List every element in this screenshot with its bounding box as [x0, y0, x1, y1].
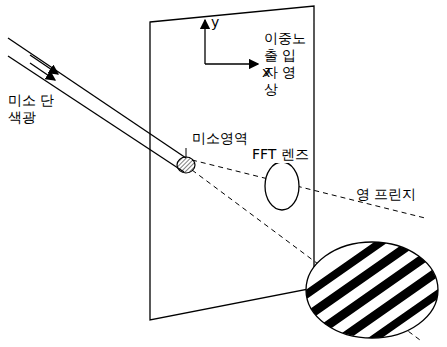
x-axis	[205, 63, 258, 64]
light-cone	[192, 160, 425, 218]
beam-arrow	[30, 55, 58, 74]
beam-edge	[8, 38, 186, 158]
fft-lens	[265, 162, 299, 210]
young-fringes	[283, 208, 447, 347]
fringe-label: 영 프린지	[356, 186, 416, 203]
axis-label: y	[211, 14, 219, 31]
leader-line	[186, 148, 187, 157]
image-plane	[150, 6, 314, 320]
y-axis	[204, 20, 205, 64]
beam-arrow	[30, 63, 55, 80]
fringe-outline	[306, 242, 438, 338]
lens-label: FFT 렌즈	[250, 146, 311, 163]
beam-edge	[8, 56, 184, 172]
beam-label: 미소 단색광	[8, 92, 56, 126]
region-label: 미소영역	[190, 130, 250, 147]
plane-label: 이중노출 입자 영상	[264, 30, 310, 98]
